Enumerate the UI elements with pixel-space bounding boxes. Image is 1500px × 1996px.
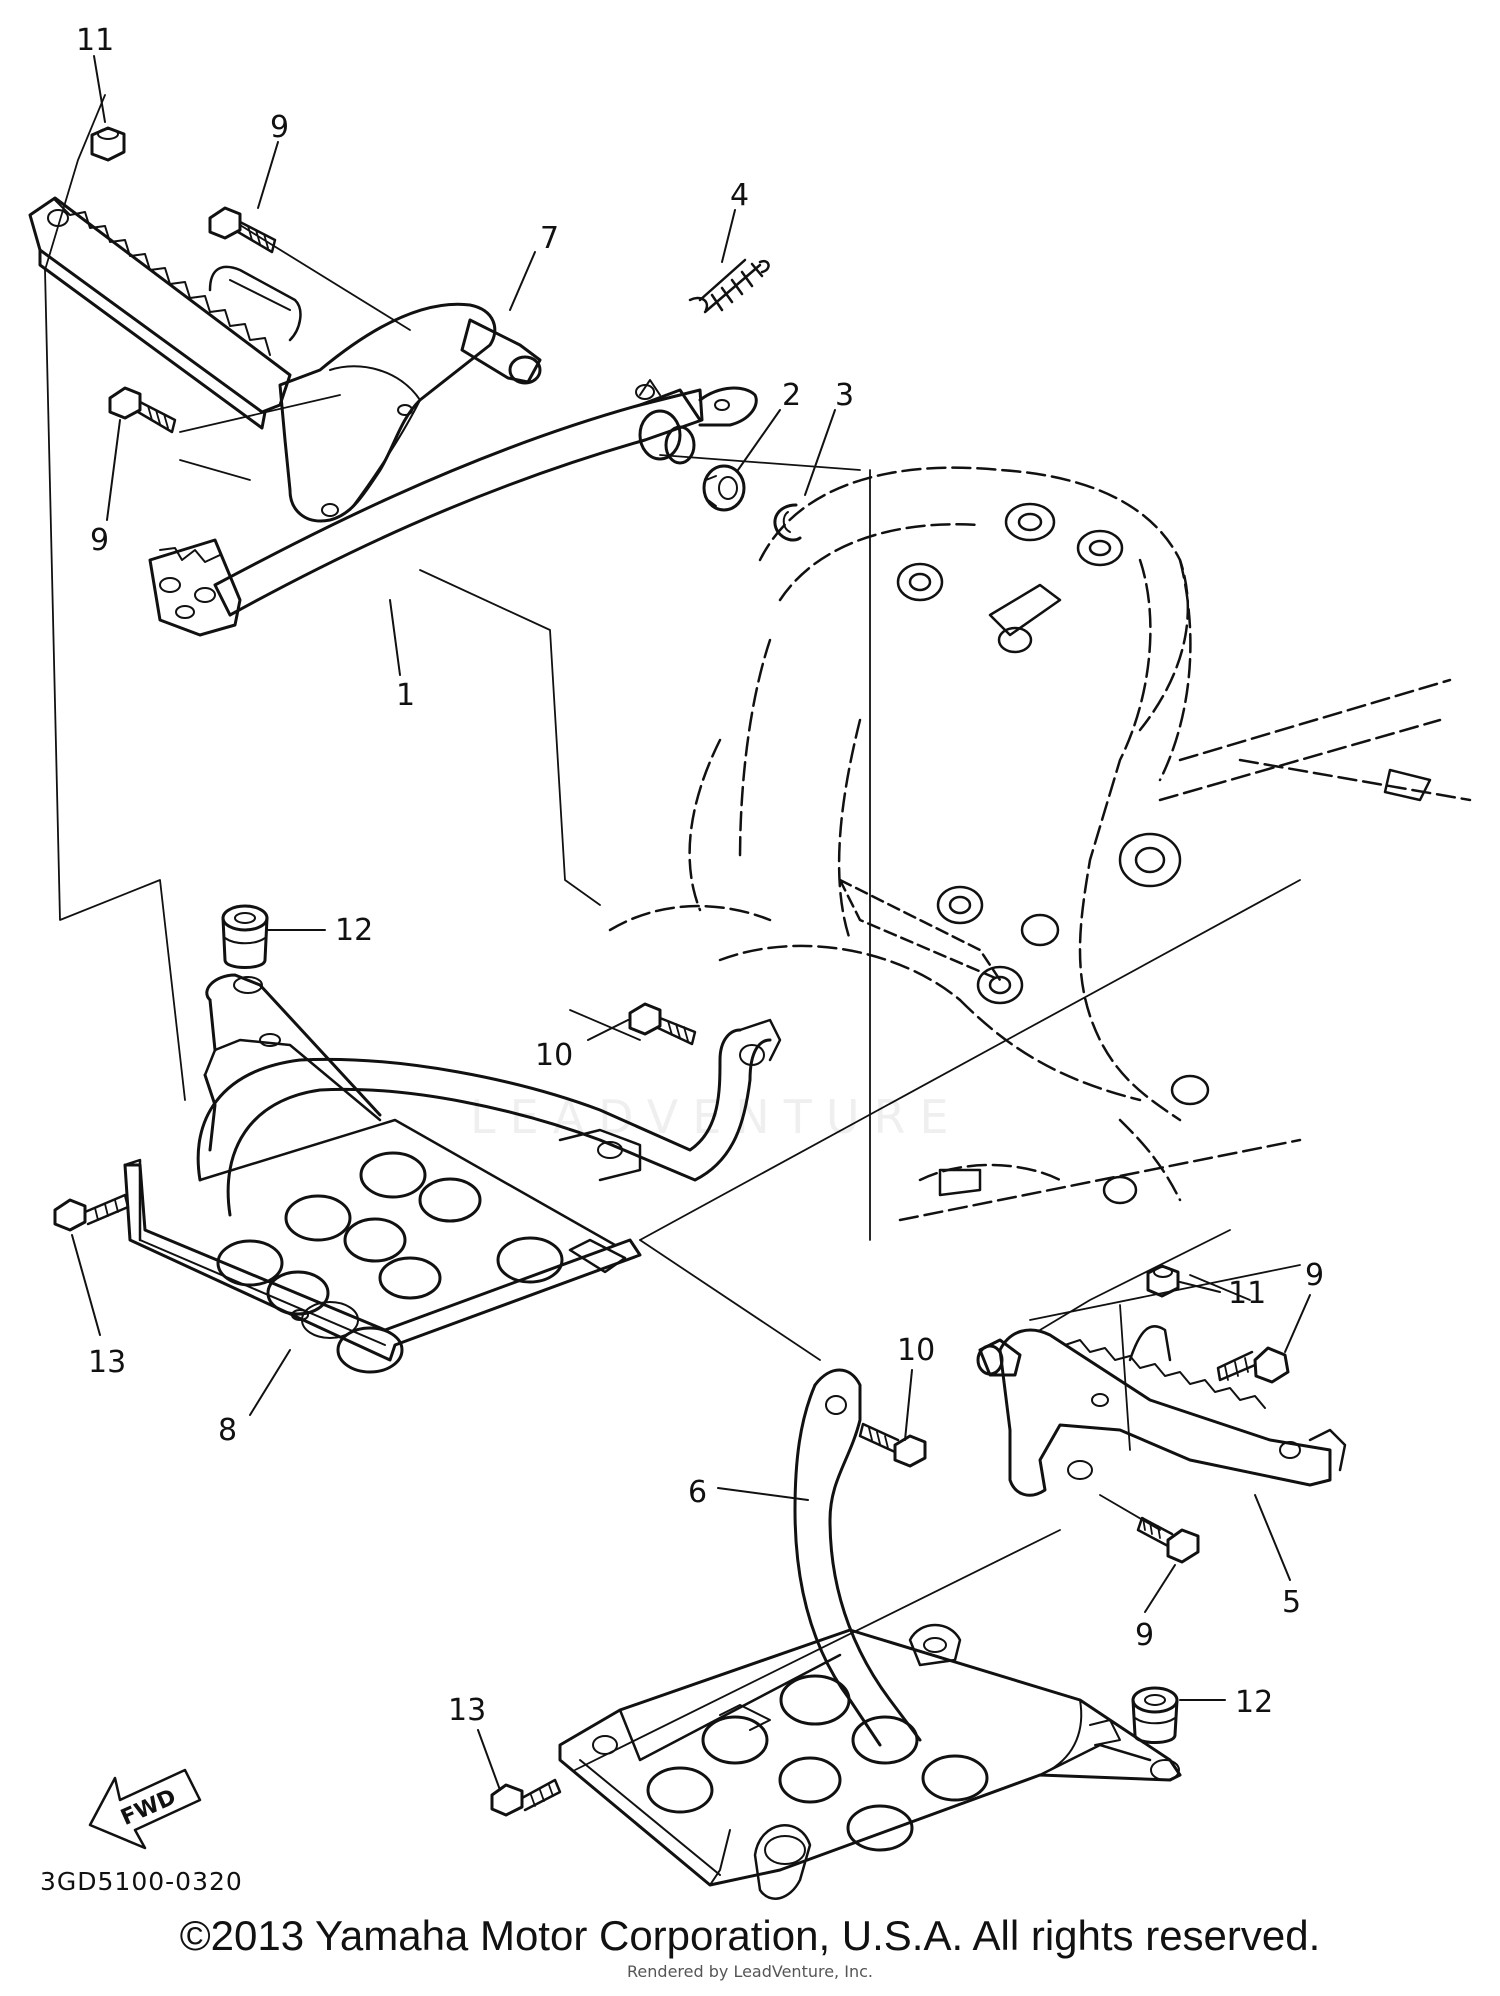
nut-11-upper — [90, 126, 126, 162]
callout-2: 2 — [782, 378, 801, 413]
callout-7: 7 — [540, 221, 559, 256]
callout-12-lower: 12 — [1235, 1685, 1273, 1720]
left-footrest-bracket — [278, 302, 542, 523]
right-guard-plate — [558, 1628, 1182, 1900]
callout-11-upper: 11 — [76, 23, 114, 58]
watermark: LEADVENTURE — [470, 1090, 963, 1144]
callout-10-upper: 10 — [535, 1038, 573, 1073]
callout-10-lower: 10 — [897, 1333, 935, 1368]
bolt-13-left — [53, 1193, 130, 1232]
bolt-9-upper — [208, 206, 277, 254]
callout-labels: 11 9 4 7 2 3 9 1 12 10 13 8 11 9 10 6 5 … — [76, 23, 1324, 1728]
left-footpeg — [28, 196, 302, 430]
callout-9-right-upper: 9 — [1305, 1258, 1324, 1293]
return-spring — [688, 258, 770, 314]
right-guard-tube — [793, 1368, 962, 1747]
callout-5: 5 — [1282, 1585, 1301, 1620]
grommet-12-lower — [1131, 1686, 1179, 1744]
circlip — [773, 503, 802, 542]
bolt-9-right-upper — [1216, 1346, 1290, 1384]
right-footrest — [976, 1325, 1347, 1497]
frame-bosses — [838, 502, 1432, 1205]
callout-leaders — [71, 55, 1311, 1791]
grommet-12-upper — [221, 904, 269, 969]
callout-11-lower: 11 — [1228, 1276, 1266, 1311]
fwd-arrow-icon — [88, 1768, 202, 1850]
callout-8: 8 — [218, 1413, 237, 1448]
callout-3: 3 — [835, 378, 854, 413]
reference-lines — [44, 94, 1301, 1771]
callout-1: 1 — [396, 678, 415, 713]
bolt-10-lower — [858, 1422, 927, 1468]
brake-pedal — [148, 379, 758, 637]
callout-6: 6 — [688, 1475, 707, 1510]
bolt-9-right-lower — [1136, 1516, 1200, 1564]
diagram-code: 3GD5100-0320 — [40, 1867, 243, 1896]
bolt-10-upper — [628, 1002, 697, 1046]
copyright-notice: ©2013 Yamaha Motor Corporation, U.S.A. A… — [179, 1912, 1321, 1959]
callout-4: 4 — [730, 178, 749, 213]
left-guard-plate — [123, 973, 642, 1374]
left-guard-tube — [196, 1018, 782, 1217]
nut-11-lower — [1146, 1264, 1180, 1298]
callout-13-left: 13 — [88, 1345, 126, 1380]
callout-9-middle: 9 — [90, 523, 109, 558]
bolt-13-right — [490, 1778, 562, 1817]
frame-outline — [608, 466, 1472, 1222]
bolt-9-middle — [108, 386, 177, 434]
callout-13-right: 13 — [448, 1693, 486, 1728]
callout-9-right-lower: 9 — [1135, 1618, 1154, 1653]
washer — [702, 464, 746, 512]
rendered-by-credit: Rendered by LeadVenture, Inc. — [627, 1962, 873, 1981]
callout-12-upper: 12 — [335, 913, 373, 948]
callout-9-upper: 9 — [270, 110, 289, 145]
